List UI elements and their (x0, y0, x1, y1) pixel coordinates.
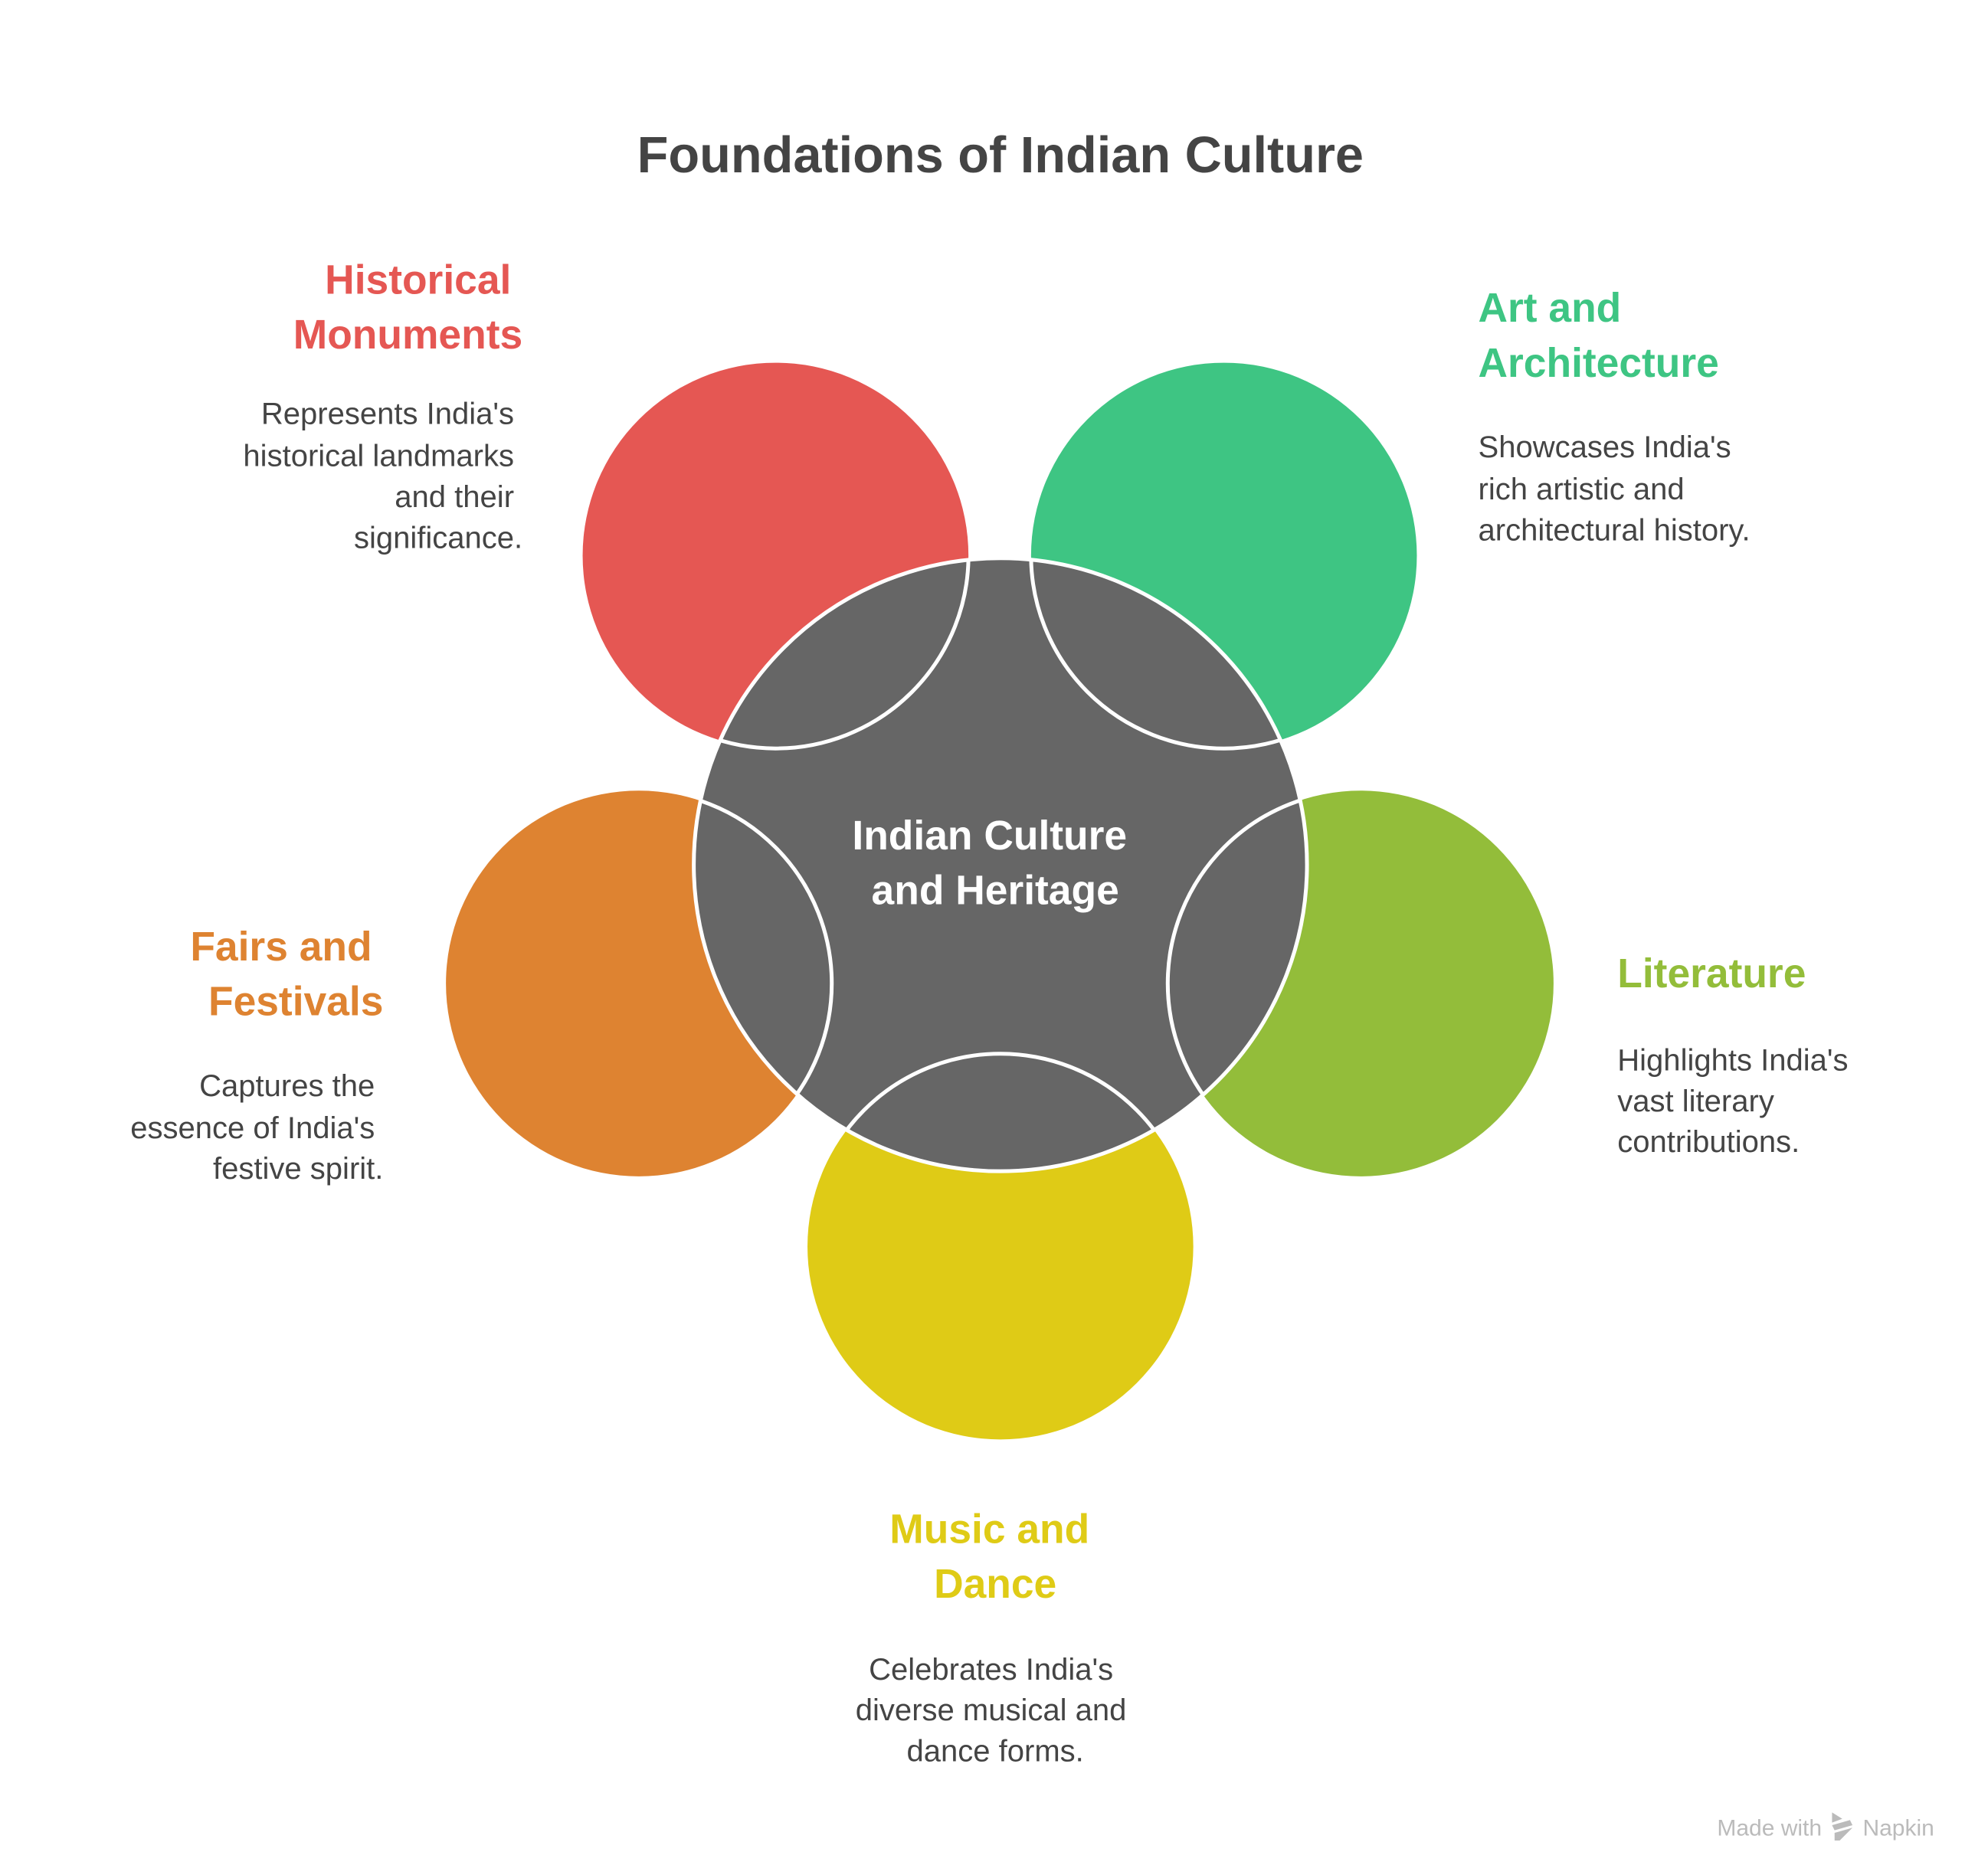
literature-title: Literature (1617, 951, 1806, 996)
watermark-brand: Napkin (1862, 1815, 1934, 1841)
fairs-festivals-title: Fairs and Festivals (190, 924, 383, 1025)
center-circle (692, 556, 1309, 1173)
historical-monuments-title: Historical Monuments (293, 258, 522, 358)
watermark-made-with: Made with (1717, 1815, 1822, 1841)
historical-monuments-desc: Represents India's historical landmarks … (243, 398, 522, 555)
napkin-logo-icon (1832, 1812, 1853, 1841)
art-architecture-title: Art and Architecture (1479, 286, 1719, 386)
center-label: Indian Culture and Heritage (852, 813, 1138, 914)
overlap-outlines (693, 558, 1308, 1172)
music-dance-title: Music and Dance (889, 1507, 1101, 1607)
music-dance-desc: Celebrates India's diverse musical and d… (856, 1653, 1135, 1769)
watermark: Made with Napkin (1717, 1812, 1934, 1841)
fairs-festivals-desc: Captures the essence of India's festive … (130, 1069, 383, 1186)
literature-desc: Highlights India's vast literary contrib… (1617, 1043, 1856, 1159)
diagram-title: Foundations of Indian Culture (637, 127, 1364, 184)
art-architecture-desc: Showcases India's rich artistic and arch… (1479, 430, 1751, 547)
